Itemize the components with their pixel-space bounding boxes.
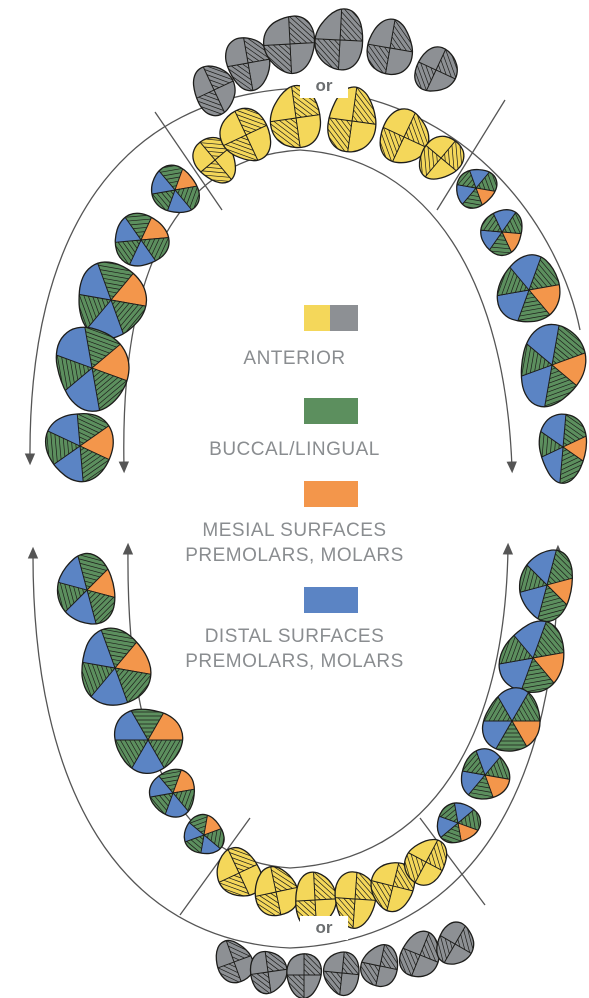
or-label-top: or [316, 76, 333, 95]
legend-label-buccal-lingual: BUCCAL/LINGUAL [0, 437, 589, 462]
anterior-swatch-yellow [304, 305, 330, 331]
mesial-swatch [304, 481, 358, 507]
legend-label-mesial: MESIAL SURFACES PREMOLARS, MOLARS [0, 518, 589, 568]
or-label-bottom: or [316, 918, 333, 937]
legend-label-distal: DISTAL SURFACES PREMOLARS, MOLARS [0, 624, 589, 674]
distal-swatch [304, 587, 358, 613]
upper-inner-arc [124, 150, 300, 468]
anterior-swatch-gray [330, 305, 358, 331]
buccal-lingual-swatch [304, 398, 358, 424]
legend-label-anterior: ANTERIOR [0, 346, 589, 371]
